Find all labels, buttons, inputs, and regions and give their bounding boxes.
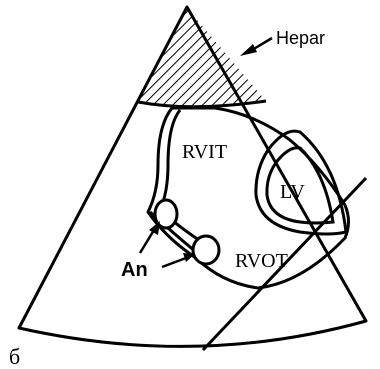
- lv-label: LV: [280, 181, 305, 203]
- rvot-label: RVOT: [235, 250, 288, 272]
- an-label: An: [121, 259, 148, 281]
- hepar-label: Hepar: [276, 28, 325, 48]
- panel-label: б: [9, 344, 20, 369]
- aneurysm-lower: [193, 236, 219, 264]
- hepar-region: [138, 8, 266, 107]
- hepar-arrow: [240, 38, 272, 56]
- rvit-label: RVIT: [182, 141, 227, 163]
